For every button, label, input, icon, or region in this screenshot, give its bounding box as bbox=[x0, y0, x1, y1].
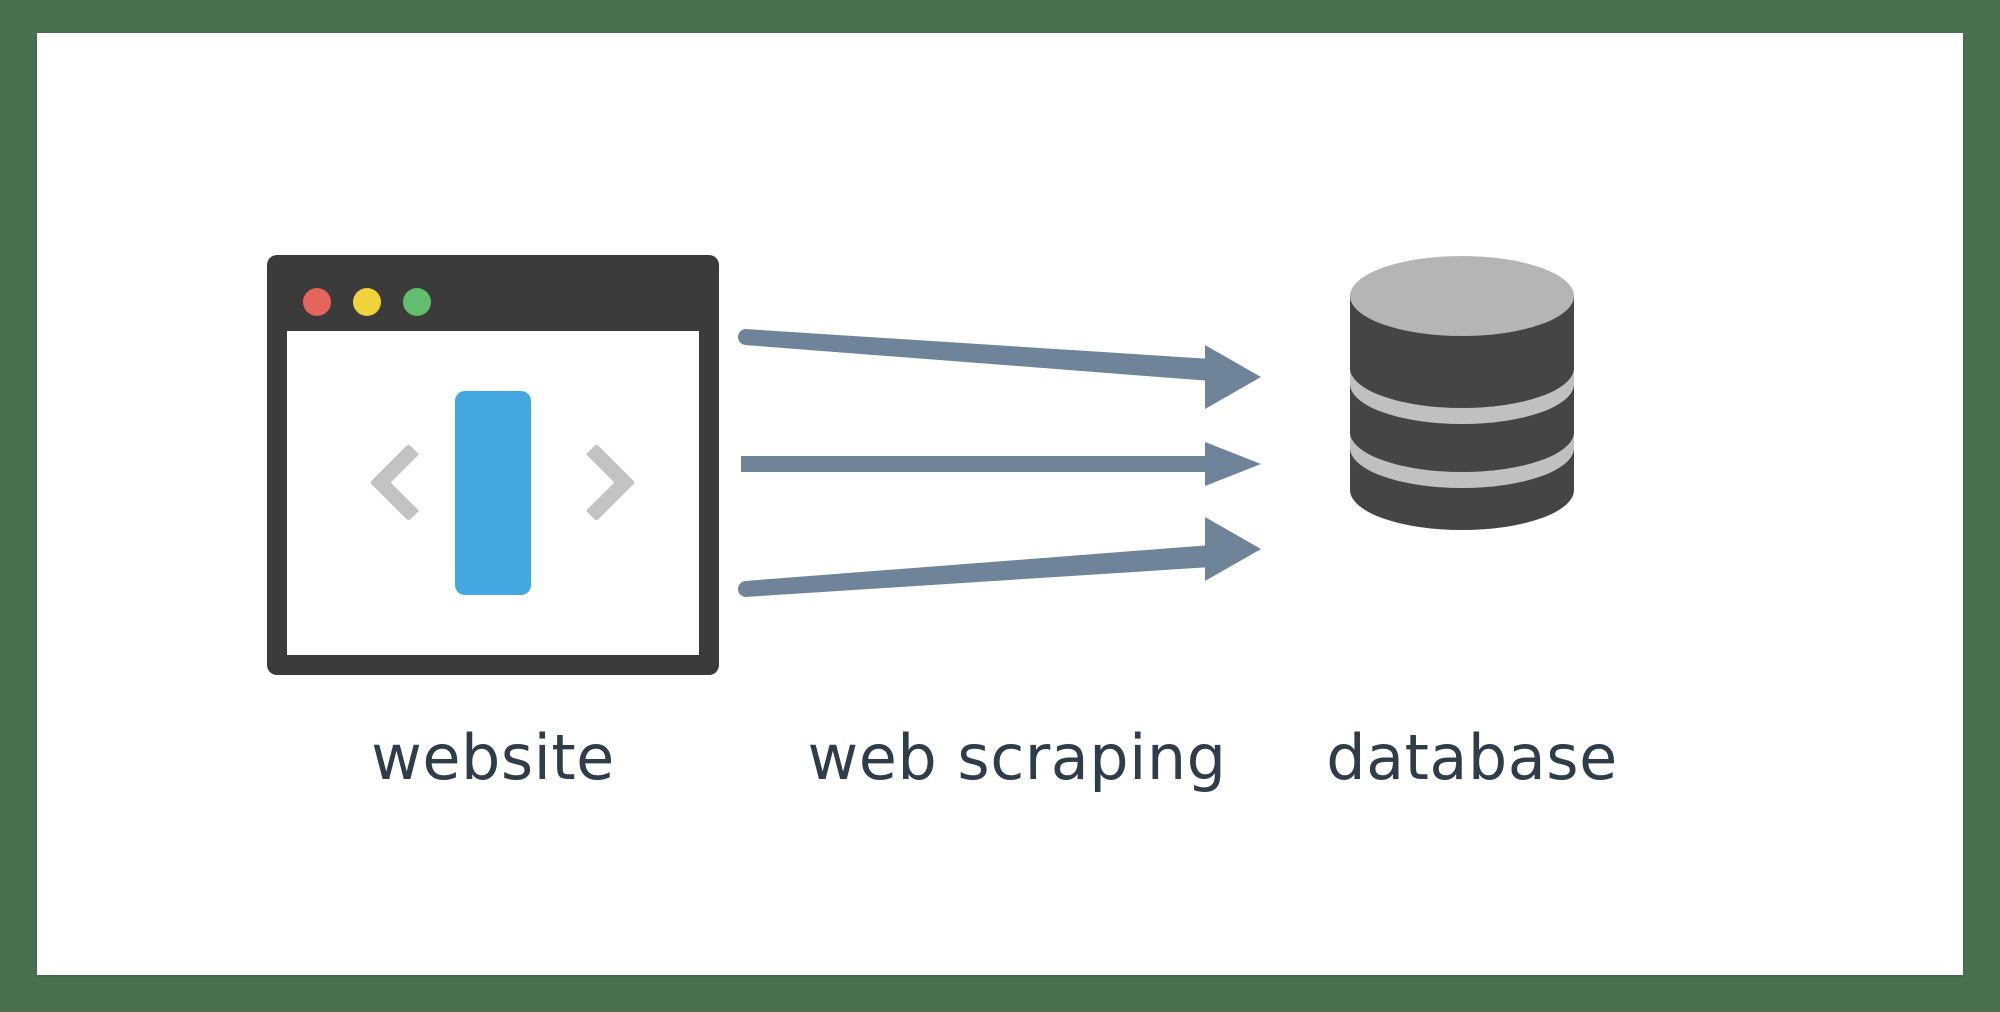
diagram-stage: website web scraping database bbox=[37, 33, 1963, 975]
browser-canvas bbox=[287, 331, 699, 655]
label-website: website bbox=[371, 721, 615, 794]
web-scraping-arrows bbox=[738, 329, 1261, 597]
arrow-middle bbox=[741, 442, 1261, 486]
code-bar-icon bbox=[455, 391, 531, 595]
minimize-dot bbox=[353, 288, 381, 316]
chevron-left-icon bbox=[369, 441, 448, 545]
database-band-1 bbox=[1350, 368, 1574, 424]
database-top-ellipse bbox=[1350, 256, 1574, 336]
diagram-card: website web scraping database bbox=[37, 33, 1963, 975]
browser-window-icon bbox=[267, 255, 719, 675]
label-web-scraping: web scraping bbox=[807, 721, 1227, 794]
maximize-dot bbox=[403, 288, 431, 316]
label-database: database bbox=[1326, 721, 1618, 794]
database-band-2 bbox=[1350, 432, 1574, 488]
arrow-top bbox=[738, 329, 1261, 409]
database-cylinder-icon bbox=[1350, 256, 1574, 530]
close-dot bbox=[303, 288, 331, 316]
browser-titlebar bbox=[285, 273, 701, 331]
arrow-bottom bbox=[738, 517, 1261, 597]
chevron-right-icon bbox=[557, 441, 636, 545]
